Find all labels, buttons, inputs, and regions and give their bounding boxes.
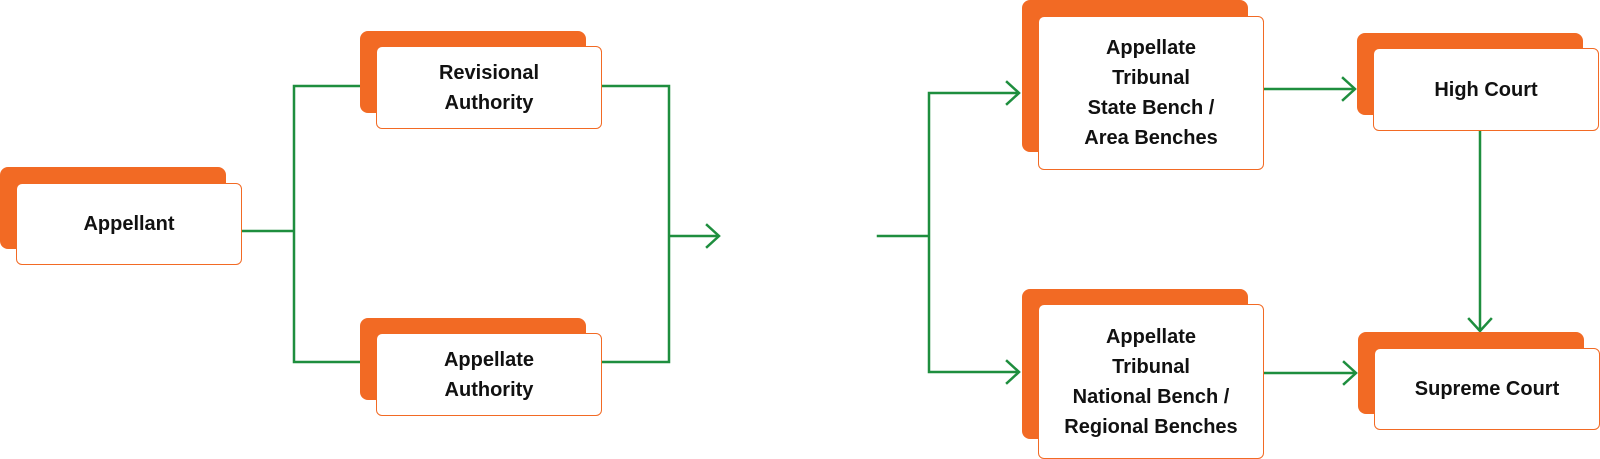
arrowhead-high-court <box>1341 76 1357 102</box>
node-label: State Bench / <box>1087 97 1215 119</box>
node-label: Appellant <box>83 213 175 235</box>
node-label: High Court <box>1434 78 1538 101</box>
node-label: Appellate <box>1105 37 1197 59</box>
node-label: Revisional <box>438 61 540 84</box>
node-label: Appellate <box>443 348 535 371</box>
node-label: National Bench / <box>1072 385 1230 408</box>
node-label: Authority <box>444 378 534 401</box>
node-label: Appellate <box>1105 325 1197 348</box>
arrowhead-high-to-supreme <box>1467 317 1493 333</box>
node-label: Supreme Court <box>1414 378 1560 400</box>
arrowhead-tribunal-national <box>1005 359 1021 385</box>
arrowhead-merge <box>705 223 721 249</box>
node-label: Tribunal <box>1112 355 1190 378</box>
edge-appellant-split <box>239 84 363 364</box>
node-label: Authority <box>444 91 534 114</box>
edge-authorities-merge <box>600 84 720 364</box>
arrowhead-tribunal-state <box>1005 80 1021 106</box>
arrowhead-supreme-court <box>1342 360 1358 386</box>
edge-tribunal-split <box>876 91 1020 374</box>
node-label: Regional Benches <box>1064 415 1238 438</box>
node-label: Tribunal <box>1112 67 1190 89</box>
node-label: Area Benches <box>1084 127 1218 149</box>
